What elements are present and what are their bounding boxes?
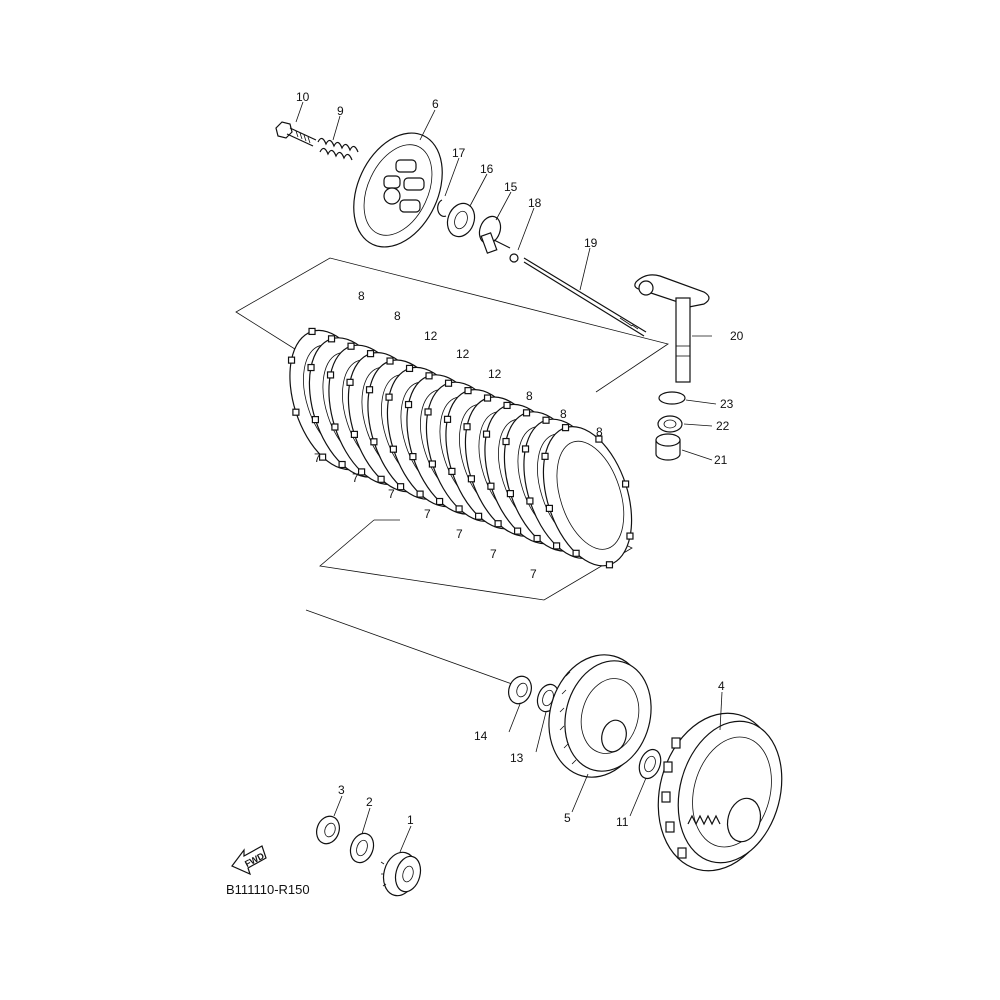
part-circlip: [437, 199, 447, 218]
callout-label: 1: [407, 813, 414, 827]
part-ball: [509, 253, 519, 263]
part-washer-small: [349, 832, 375, 864]
part-primary-drive-gear: [380, 851, 422, 897]
part-push-rod-2: [523, 257, 647, 337]
callout-label: 8: [596, 425, 603, 439]
part-push-rod-1: [478, 215, 511, 254]
part-oil-seal: [657, 415, 683, 433]
callout-label: 4: [718, 679, 725, 693]
part-nut-small: [316, 815, 340, 845]
callout-label: 12: [488, 367, 502, 381]
fwd-arrow-icon: FWD: [231, 845, 267, 876]
callout-label: 8: [394, 309, 401, 323]
callout-label: 12: [456, 347, 470, 361]
part-bolt: [275, 121, 317, 147]
part-nut: [508, 675, 532, 705]
callout-label: 9: [337, 104, 344, 118]
callout-leaders: [295, 101, 723, 853]
callout-label: 18: [528, 196, 542, 210]
callout-label: 7: [388, 487, 395, 501]
part-bearing: [446, 202, 476, 238]
callout-label: 8: [560, 407, 567, 421]
callout-labels: 10 9 6 17 16 15 18 19 20 23 22 21 8 8 12…: [296, 90, 744, 829]
part-lever-bearing: [655, 433, 681, 461]
callout-label: 22: [716, 419, 730, 433]
assembly-bracket-top: [235, 257, 669, 393]
callout-label: 7: [456, 527, 463, 541]
callout-label: 10: [296, 90, 310, 104]
callout-label: 3: [338, 783, 345, 797]
diagram-ref-code: B111110-R150: [226, 882, 310, 897]
callout-label: 14: [474, 729, 488, 743]
callout-label: 12: [424, 329, 438, 343]
callout-label: 7: [314, 451, 321, 465]
part-clutch-boss: [548, 654, 652, 778]
callout-label: 8: [358, 289, 365, 303]
callout-label: 23: [720, 397, 734, 411]
part-clutch-housing: [657, 712, 783, 872]
callout-label: 21: [714, 453, 728, 467]
callout-label: 7: [424, 507, 431, 521]
part-lever-circlip: [658, 391, 686, 405]
callout-label: 17: [452, 146, 466, 160]
callout-label: 7: [490, 547, 497, 561]
callout-label: 13: [510, 751, 524, 765]
callout-label: 7: [530, 567, 537, 581]
part-clutch-spring: [317, 137, 359, 161]
callout-label: 20: [730, 329, 744, 343]
part-thrust-washer: [638, 748, 662, 780]
callout-label: 6: [432, 97, 439, 111]
part-pressure-plate: [353, 132, 443, 248]
callout-label: 15: [504, 180, 518, 194]
callout-label: 16: [480, 162, 494, 176]
callout-label: 11: [616, 815, 629, 829]
callout-label: 7: [352, 471, 359, 485]
part-push-lever-shaft: [634, 274, 710, 383]
callout-label: 5: [564, 811, 571, 825]
clutch-plate: [541, 424, 634, 569]
clutch-plate-stack: [287, 327, 634, 569]
callout-label: 19: [584, 236, 598, 250]
callout-label: 8: [526, 389, 533, 403]
callout-label: 2: [366, 795, 373, 809]
